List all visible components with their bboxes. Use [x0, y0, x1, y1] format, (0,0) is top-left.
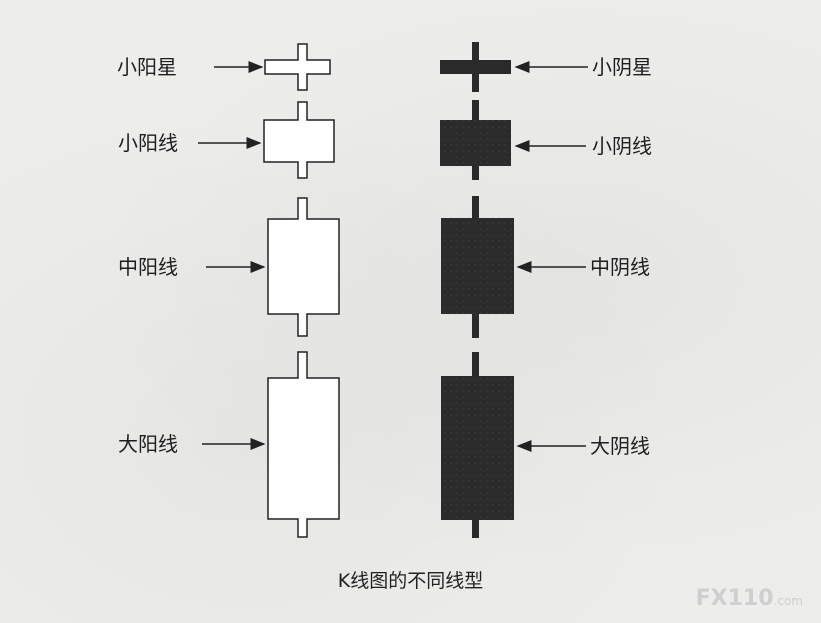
left-arrows — [198, 61, 266, 450]
label-mid-yin: 中阴线 — [590, 255, 650, 279]
label-yang-star: 小阳星 — [117, 55, 177, 79]
big-yin-candle — [441, 352, 514, 538]
yin-star-candle — [440, 42, 511, 92]
watermark-logo: FX110.com — [695, 586, 803, 611]
mid-yang-candle — [267, 197, 340, 337]
label-mid-yang: 中阳线 — [118, 255, 178, 279]
label-small-yin: 小阴线 — [592, 134, 652, 158]
mid-yin-candle — [441, 196, 514, 338]
yang-star-candle — [264, 43, 331, 91]
label-big-yin: 大阴线 — [590, 434, 650, 458]
big-yang-candle — [267, 351, 340, 538]
figure-caption: K线图的不同线型 — [337, 570, 484, 592]
label-small-yang: 小阳线 — [118, 131, 178, 155]
right-arrows — [514, 61, 588, 452]
label-big-yang: 大阳线 — [118, 432, 178, 456]
label-yin-star: 小阴星 — [592, 55, 652, 79]
small-yin-candle — [440, 100, 511, 180]
small-yang-candle — [263, 101, 335, 179]
